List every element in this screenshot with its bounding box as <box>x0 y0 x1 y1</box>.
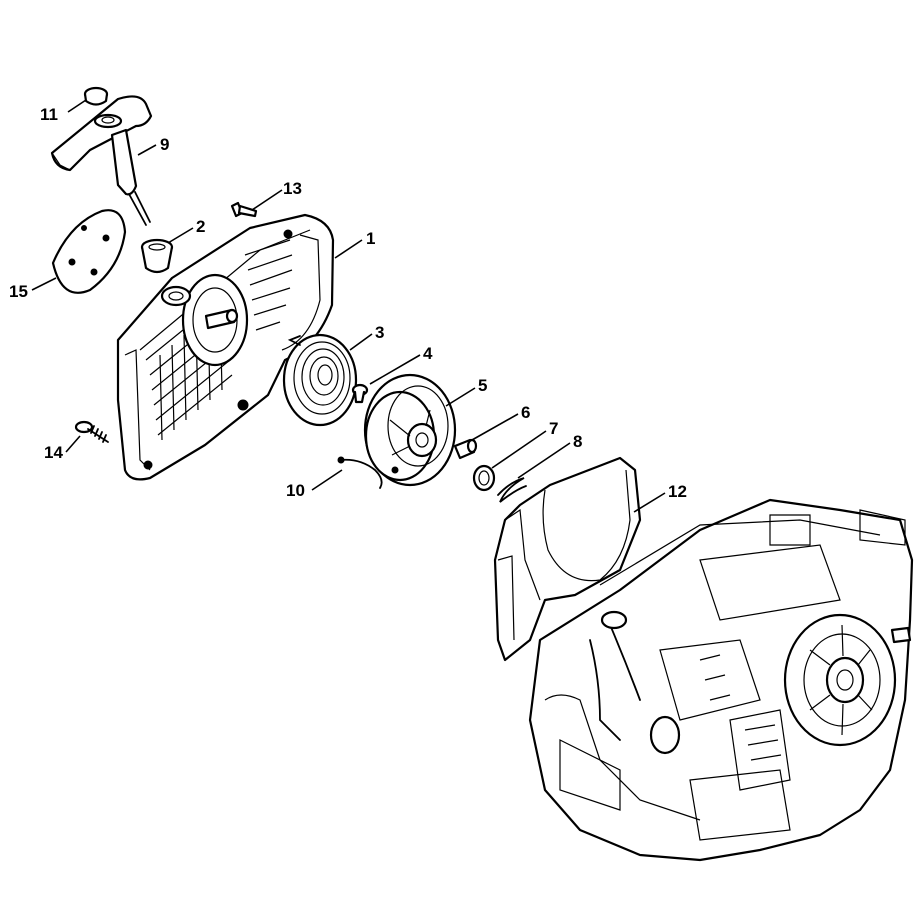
callout-7: 7 <box>549 419 558 438</box>
part-9-starter-grip[interactable] <box>50 95 153 226</box>
callout-13: 13 <box>283 179 302 198</box>
callout-4: 4 <box>423 344 433 363</box>
callout-6: 6 <box>521 403 530 422</box>
callout-2: 2 <box>196 217 205 236</box>
callout-1: 1 <box>366 229 375 248</box>
callout-10: 10 <box>286 481 305 500</box>
callout-11: 11 <box>40 105 58 124</box>
part-14-screw-spring[interactable] <box>74 420 109 443</box>
leader-lines <box>31 99 666 513</box>
callout-5: 5 <box>478 376 487 395</box>
part-7-washer[interactable] <box>472 464 496 492</box>
part-11-grip-cap[interactable] <box>83 86 109 106</box>
callout-3: 3 <box>375 323 384 342</box>
part-4-screw[interactable] <box>351 383 369 404</box>
part-2-bushing[interactable] <box>140 238 174 274</box>
part-5-rope-rotor[interactable] <box>363 373 457 487</box>
part-10-starter-rope[interactable] <box>337 456 383 489</box>
part-6-pawl[interactable] <box>453 438 478 460</box>
part-15-cover-plate[interactable] <box>51 209 127 294</box>
callout-9: 9 <box>160 135 169 154</box>
engine-housing <box>528 498 914 862</box>
callout-labels: 11 9 13 2 1 15 3 4 5 6 7 8 14 10 12 <box>9 105 687 501</box>
part-3-rewind-spring[interactable] <box>282 333 358 427</box>
callout-14: 14 <box>44 443 63 462</box>
part-12-air-guide[interactable] <box>493 456 642 662</box>
callout-12: 12 <box>668 482 687 501</box>
callout-15: 15 <box>9 282 28 301</box>
callout-8: 8 <box>573 432 582 451</box>
part-13-screw[interactable] <box>230 201 258 218</box>
part-8-spring-clip[interactable] <box>497 477 527 503</box>
